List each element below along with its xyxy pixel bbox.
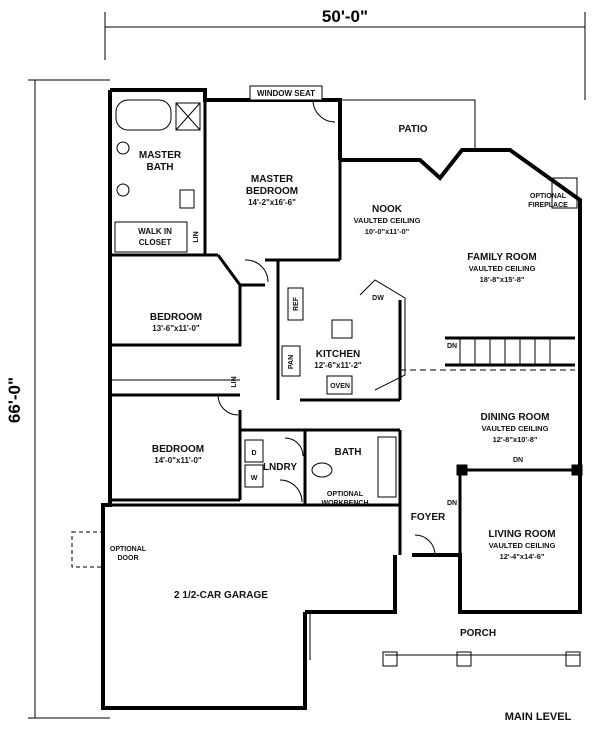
family-room-size: 18'-8"x15'-8" [480,275,525,284]
laundry-label: LNDRY [263,462,297,473]
kitchen-label: KITCHEN [316,349,360,360]
dining-room-label: DINING ROOM [481,412,550,423]
foyer-label: FOYER [411,512,446,523]
family-room-label: FAMILY ROOM [467,252,536,263]
level-label: MAIN LEVEL [505,711,572,723]
walk-in-closet-label-1: WALK IN [138,227,172,236]
dw-label: DW [372,295,384,302]
room-labels: WINDOW SEAT PATIO MASTER BATH MASTER BED… [110,89,572,723]
dimension-lines [28,12,586,719]
optional-door-label-2: DOOR [118,555,139,562]
nook-note: VAULTED CEILING [354,216,421,225]
height-dimension: 66'-0" [5,377,24,423]
width-dimension: 50'-0" [322,7,368,26]
laundry-w-label: W [251,475,258,482]
master-bedroom-label-1: MASTER [251,174,294,185]
optional-door-label-1: OPTIONAL [110,546,147,553]
master-bedroom-size: 14'-2"x16'-6" [248,198,296,207]
ref-label: REF [293,296,300,311]
optional-fireplace-label-2: FIREPLACE [528,202,568,209]
master-bath-label-1: MASTER [139,150,182,161]
nook-size: 10'-0"x11'-0" [365,227,410,236]
dining-dn-label: DN [513,457,523,464]
bedroom-2-label: BEDROOM [152,444,204,455]
garage-label: 2 1/2-CAR GARAGE [174,590,268,601]
optional-workbench-label-2: WORKBENCH [321,500,368,507]
porch-label: PORCH [460,628,496,639]
living-room-note: VAULTED CEILING [489,541,556,550]
pan-label: PAN [288,355,295,369]
living-room-label: LIVING ROOM [488,529,555,540]
nook-label: NOOK [372,204,403,215]
bedroom-2-size: 14'-0"x11'-0" [154,456,202,465]
master-bedroom-label-2: BEDROOM [246,186,298,197]
hall-lin-label: LIN [231,376,238,387]
family-room-note: VAULTED CEILING [469,264,536,273]
foyer-dn-label: DN [447,500,457,507]
kitchen-size: 12'-6"x11'-2" [314,361,362,370]
window-seat-label: WINDOW SEAT [257,89,315,98]
laundry-d-label: D [251,450,256,457]
patio-label: PATIO [398,124,427,135]
oven-label: OVEN [330,383,350,390]
dining-room-size: 12'-8"x10'-8" [493,435,538,444]
bedroom-1-size: 13'-6"x11'-0" [152,324,200,333]
bath-label: BATH [334,447,361,458]
optional-workbench-label-1: OPTIONAL [327,491,364,498]
master-lin-label: LIN [193,231,200,242]
bedroom-1-label: BEDROOM [150,312,202,323]
optional-fireplace-label-1: OPTIONAL [530,193,567,200]
walk-in-closet-label-2: CLOSET [139,238,172,247]
detail-lines [71,85,583,667]
dining-room-note: VAULTED CEILING [482,424,549,433]
stairs-dn-label: DN [447,343,457,350]
master-bath-label-2: BATH [146,162,173,173]
living-room-size: 12'-4"x14'-6" [500,552,545,561]
exterior-walls [101,88,582,710]
